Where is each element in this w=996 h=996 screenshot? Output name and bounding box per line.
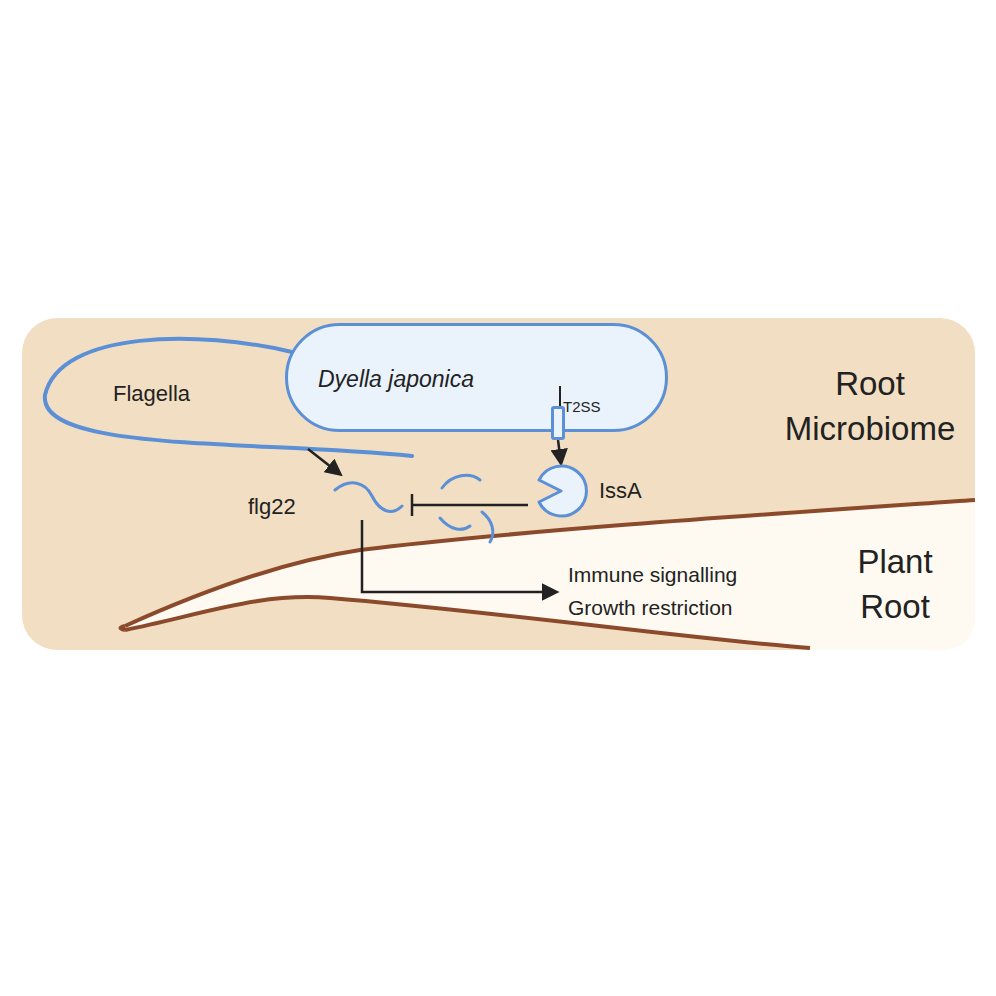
region-label: Root Microbiome xyxy=(760,362,980,451)
bacterium-cell: Dyella japonicaT2SS xyxy=(285,323,668,432)
transport-arrow-stem xyxy=(559,386,561,406)
secretion-channel xyxy=(551,406,565,440)
peptide-fragment xyxy=(440,518,470,529)
protease-shape xyxy=(533,463,589,519)
inhibition-bar xyxy=(411,494,414,516)
peptide-label: flg22 xyxy=(248,492,296,522)
root-tip xyxy=(121,626,126,630)
flg22-peptide xyxy=(335,483,402,512)
flagellum-arrow xyxy=(308,449,340,474)
secretion-arrow xyxy=(558,440,561,463)
immune-arrow xyxy=(362,520,556,592)
peptide-fragment xyxy=(442,475,480,488)
effect-label: Immune signalling xyxy=(568,561,737,589)
protease: IssA xyxy=(533,463,663,519)
node-text: T2SS xyxy=(563,398,601,415)
region-label: Plant Root xyxy=(820,540,970,629)
secretion-system: T2SS xyxy=(546,386,606,446)
root-body xyxy=(125,500,975,650)
effect-label: Growth restriction xyxy=(568,594,733,622)
part-label: Flagella xyxy=(113,379,190,409)
node-text: Dyella japonica xyxy=(318,366,474,393)
inhibition-line xyxy=(412,504,528,507)
peptide-fragment xyxy=(482,512,493,542)
soil-panel xyxy=(22,318,975,650)
node-text: IssA xyxy=(599,478,642,504)
protease-outline xyxy=(539,466,586,516)
